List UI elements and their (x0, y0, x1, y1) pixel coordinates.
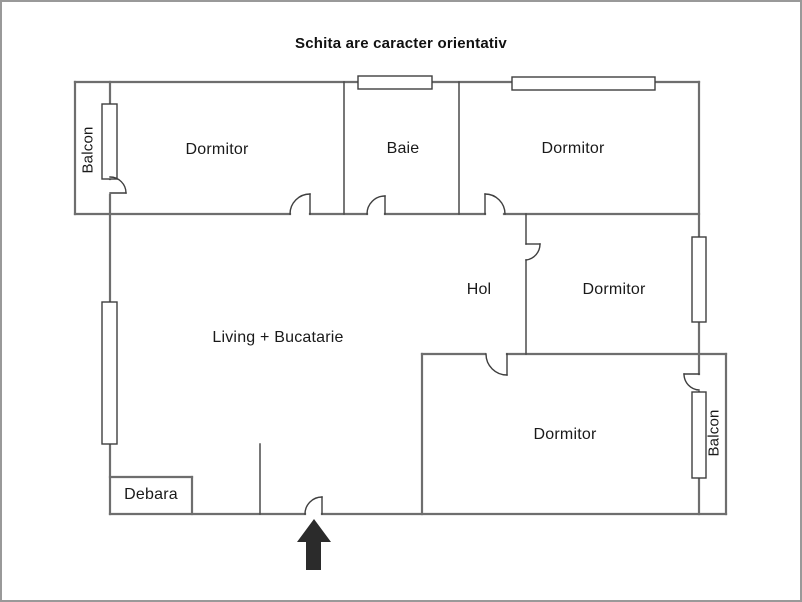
window-living-west (101, 301, 118, 445)
door-baie (366, 195, 386, 215)
window-baie (357, 75, 433, 90)
door-dormitor-bottom (485, 353, 508, 376)
partition-walls (259, 81, 527, 515)
door-entrance (304, 496, 323, 515)
windows (101, 75, 707, 479)
window-balcony-left (101, 103, 118, 180)
door-dormitor-top-left (289, 193, 311, 215)
room-label-hol: Hol (466, 281, 492, 298)
room-label-debara: Debara (124, 486, 178, 503)
door-dormitor-top-right (484, 193, 506, 215)
door-balcony-right (683, 373, 700, 391)
room-label-dormitor-mid-right: Dormitor (582, 281, 646, 298)
door-balcony-left (109, 176, 127, 194)
entrance-arrow-icon (297, 519, 331, 570)
window-dormitor-mid-east (691, 236, 707, 323)
room-label-dormitor-top-left: Dormitor (185, 141, 249, 158)
room-label-living-bucatarie: Living + Bucatarie (212, 329, 344, 346)
window-dormitor-top-right (511, 76, 656, 91)
page-title: Schita are caracter orientativ (295, 35, 507, 52)
room-label-dormitor-top-right: Dormitor (541, 140, 605, 157)
room-label-baie: Baie (386, 140, 420, 157)
window-balcony-right (691, 391, 707, 479)
room-label-dormitor-bottom: Dormitor (533, 426, 597, 443)
doors (109, 176, 700, 515)
room-label-balcon-left: Balcon (79, 126, 97, 174)
door-dormitor-mid (525, 243, 541, 261)
room-label-balcon-right: Balcon (705, 409, 723, 457)
